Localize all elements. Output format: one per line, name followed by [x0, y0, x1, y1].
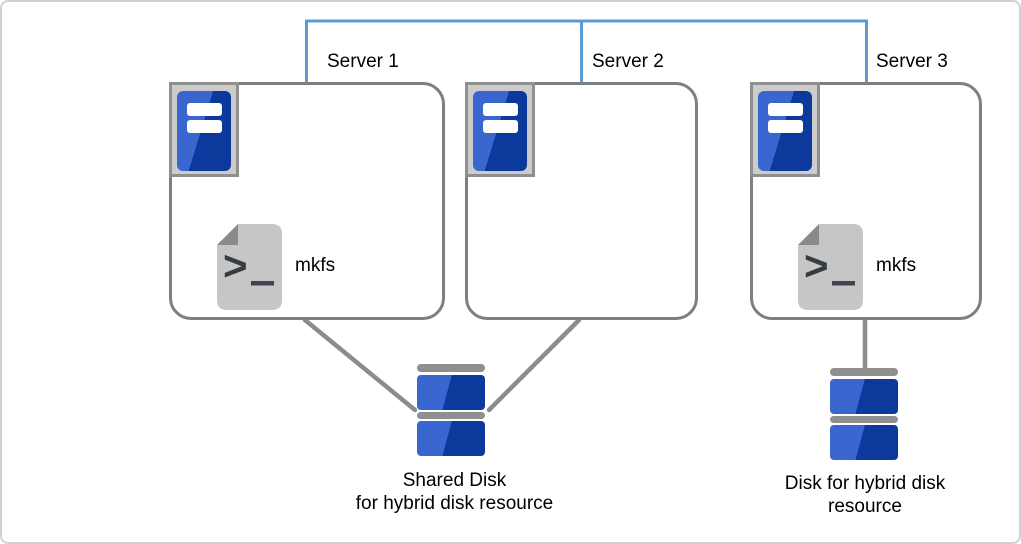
- server-tower-body: [177, 91, 231, 171]
- server-tower-body: [758, 91, 812, 171]
- disk-platter: [830, 379, 898, 414]
- svg-text:>: >: [223, 242, 248, 289]
- server3-box: > mkfs: [750, 82, 982, 320]
- server-tower-body: [473, 91, 527, 171]
- shared-disk-caption-line2: for hybrid disk resource: [355, 493, 554, 514]
- server1-command-label: mkfs: [295, 255, 336, 276]
- server3-label: Server 3: [876, 51, 948, 72]
- server3-command-label: mkfs: [876, 255, 917, 276]
- server-tower-slot: [187, 103, 222, 116]
- server1-box: > mkfs: [169, 82, 445, 320]
- hybrid-disk-icon: [830, 368, 898, 460]
- server-tower-slot: [768, 120, 803, 133]
- svg-text:>: >: [804, 242, 829, 289]
- server1-label: Server 1: [327, 51, 399, 72]
- server-tower-slot: [483, 120, 518, 133]
- hybrid-disk-caption-line1: Disk for hybrid disk: [784, 473, 946, 494]
- server-tower-icon: [169, 82, 239, 177]
- disk-bar: [417, 412, 485, 419]
- shared-disk-caption: Shared Disk for hybrid disk resource: [332, 469, 577, 515]
- hybrid-disk-caption: Disk for hybrid disk resource: [762, 472, 968, 518]
- connector-server1-shared-disk: [302, 317, 418, 413]
- shared-disk-icon: [417, 364, 485, 456]
- server-tower-icon: [465, 82, 535, 177]
- server-tower-slot: [768, 103, 803, 116]
- shared-disk-caption-line1: Shared Disk: [402, 470, 507, 491]
- terminal-file-icon: >: [217, 224, 282, 310]
- disk-platter: [417, 375, 485, 410]
- disk-platter: [830, 425, 898, 460]
- server-tower-icon: [750, 82, 820, 177]
- hybrid-disk-caption-line2: resource: [828, 496, 902, 517]
- disk-bar: [830, 368, 898, 376]
- network-link-line: [305, 19, 868, 82]
- server-tower-slot: [483, 103, 518, 116]
- server2-label: Server 2: [592, 51, 664, 72]
- terminal-file-icon: >: [798, 224, 863, 310]
- server2-box: [465, 82, 698, 320]
- connector-server2-shared-disk: [486, 317, 582, 413]
- disk-bar: [417, 364, 485, 372]
- server-tower-slot: [187, 120, 222, 133]
- disk-bar: [830, 416, 898, 423]
- disk-platter: [417, 421, 485, 456]
